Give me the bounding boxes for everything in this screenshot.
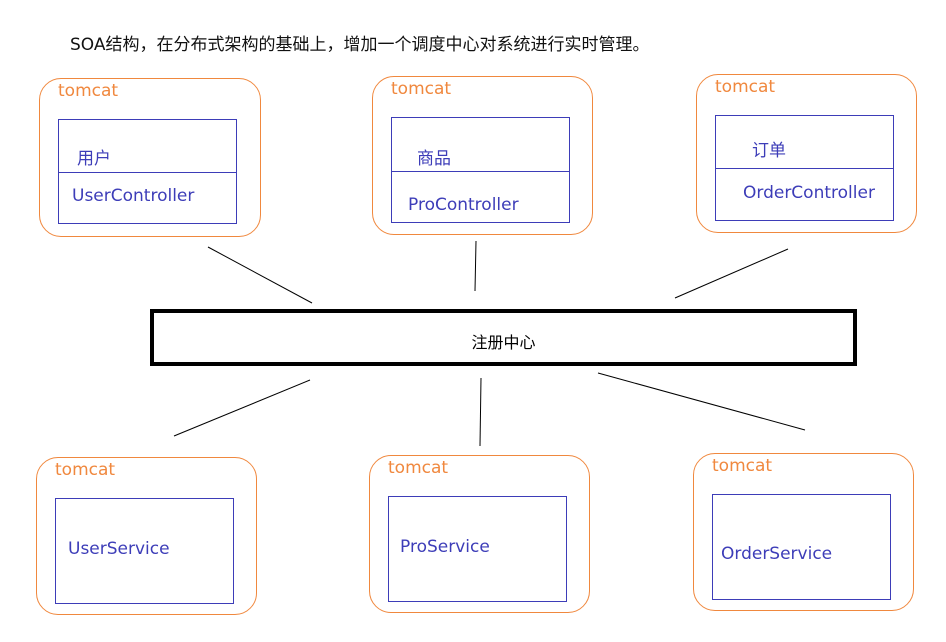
component-label-user-service: UserService <box>68 539 170 559</box>
tomcat-container-user-service: tomcat UserService <box>36 457 257 615</box>
pro-controller-box: 商品 ProController <box>391 117 570 223</box>
module-label-user: 用户 <box>77 149 111 169</box>
user-controller-box: 用户 UserController <box>58 119 237 224</box>
tomcat-container-pro-service: tomcat ProService <box>369 455 590 613</box>
component-label-pro-controller: ProController <box>408 195 519 215</box>
registry-center-label: 注册中心 <box>471 333 536 352</box>
tomcat-label: tomcat <box>715 77 776 97</box>
tomcat-container-order-controller: tomcat 订单 OrderController <box>696 74 917 233</box>
order-controller-box: 订单 OrderController <box>715 115 894 221</box>
tomcat-label: tomcat <box>712 456 773 476</box>
connector-order-controller <box>674 248 789 299</box>
component-label-pro-service: ProService <box>400 537 490 557</box>
user-service-box: UserService <box>55 498 234 604</box>
tomcat-container-user-controller: tomcat 用户 UserController <box>39 78 261 237</box>
tomcat-label: tomcat <box>55 460 116 480</box>
order-service-box: OrderService <box>712 494 891 600</box>
connector-pro-controller <box>474 240 477 292</box>
connector-pro-service <box>479 377 482 447</box>
connector-order-service <box>597 372 806 431</box>
component-label-order-service: OrderService <box>721 544 833 564</box>
connector-user-controller <box>207 246 313 304</box>
module-label-order: 订单 <box>752 141 786 161</box>
module-label-product: 商品 <box>417 149 451 169</box>
registry-center: 注册中心 <box>150 309 857 366</box>
tomcat-container-pro-controller: tomcat 商品 ProController <box>372 76 593 235</box>
diagram-title: SOA结构，在分布式架构的基础上，增加一个调度中心对系统进行实时管理。 <box>70 35 650 55</box>
component-label-user-controller: UserController <box>72 186 195 206</box>
tomcat-container-order-service: tomcat OrderService <box>693 453 914 611</box>
component-label-order-controller: OrderController <box>743 183 875 203</box>
pro-service-box: ProService <box>388 496 567 602</box>
tomcat-label: tomcat <box>58 81 119 101</box>
tomcat-label: tomcat <box>388 458 449 478</box>
connector-user-service <box>173 379 311 437</box>
tomcat-label: tomcat <box>391 79 452 99</box>
